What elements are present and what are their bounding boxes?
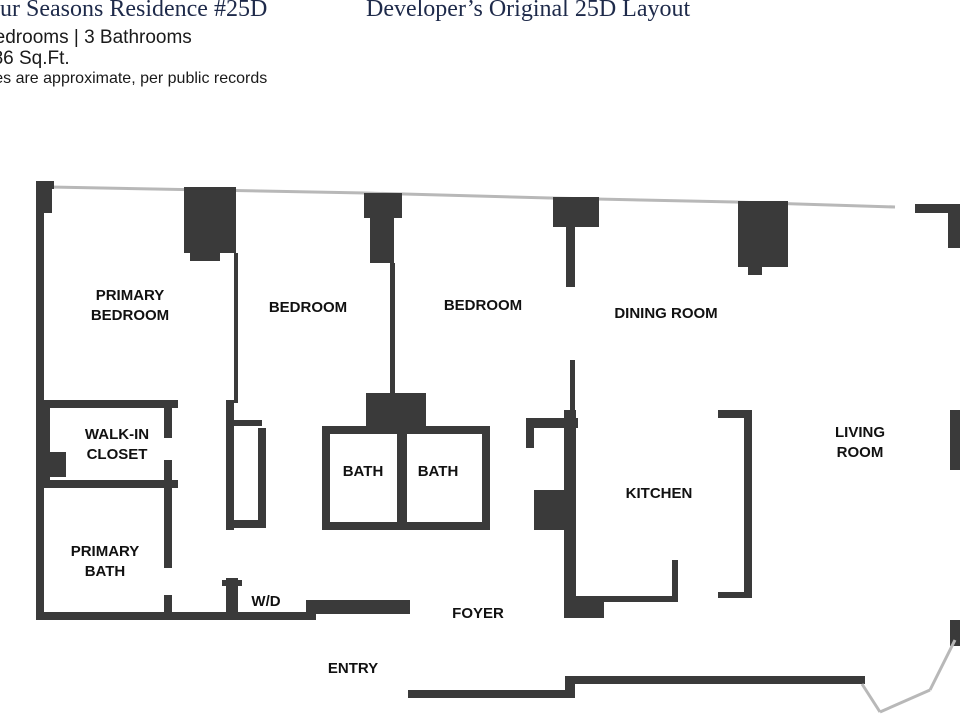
disclaimer-note: ures are approximate, per public records [0,70,268,87]
room-label-wd: W/D [251,593,281,610]
beds-baths-text: Bedrooms | 3 Bathrooms [0,27,192,48]
room-label-living-room: LIVING ROOM [834,424,885,461]
room-label-bath-2: BATH [417,463,459,480]
room-label-dining-room: DINING ROOM [614,305,718,322]
walls [36,181,960,698]
room-label-walk-in-closet: WALK-IN CLOSET [84,426,150,463]
listing-title: our Seasons Residence #25D [0,0,268,22]
room-label-bedroom-1: BEDROOM [268,299,348,316]
room-label-entry: ENTRY [327,660,379,677]
square-footage-text: 586 Sq.Ft. [0,48,70,69]
room-label-foyer: FOYER [452,605,504,622]
room-label-bath-1: BATH [342,463,384,480]
room-label-primary-bath: PRIMARY BATH [70,543,140,580]
layout-title: Developer’s Original 25D Layout [366,0,691,22]
room-label-kitchen: KITCHEN [625,485,693,502]
room-label-bedroom-2: BEDROOM [443,297,523,314]
room-label-primary-bedroom: PRIMARY BEDROOM [90,287,170,324]
bay-window [860,639,957,714]
